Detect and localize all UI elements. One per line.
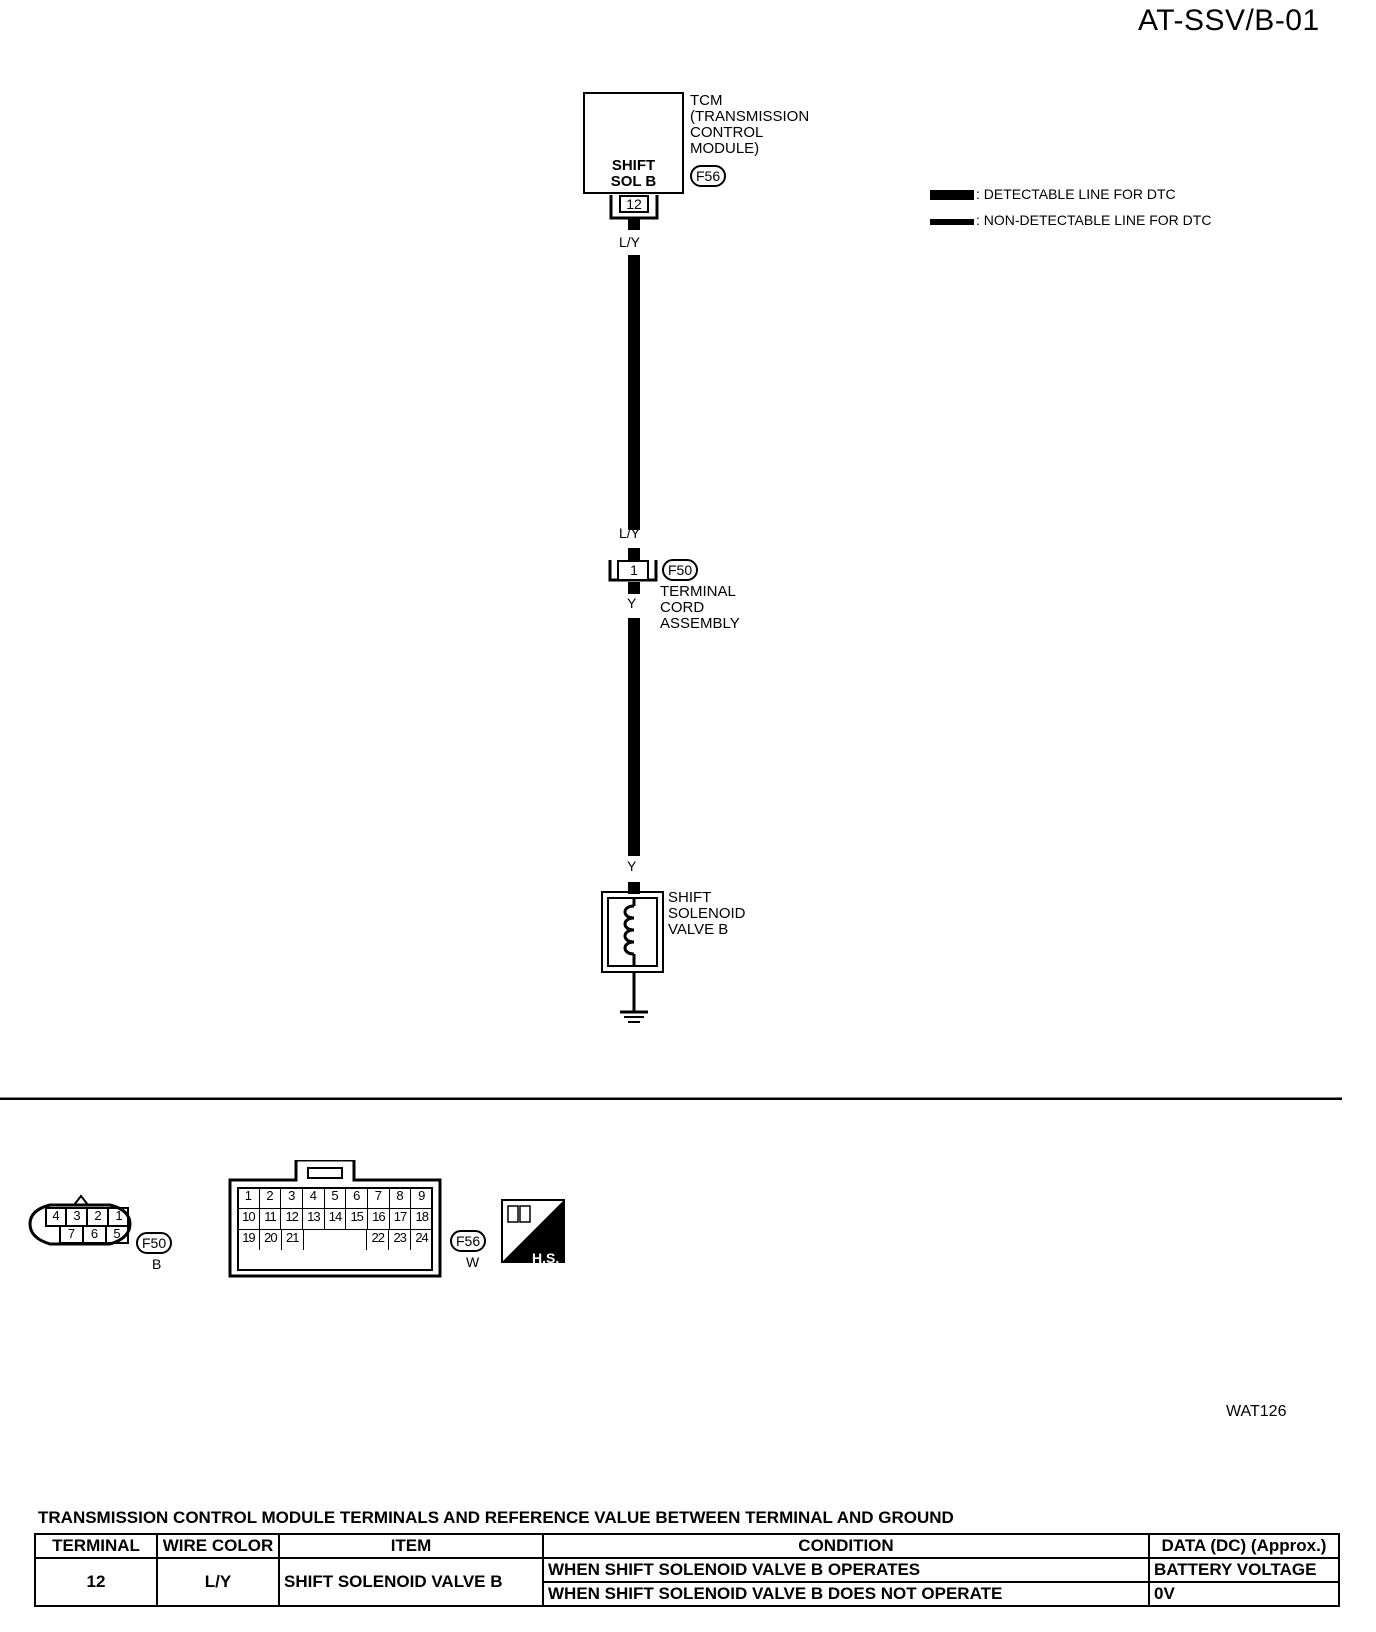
tcm-terminal-box — [619, 195, 649, 213]
f56-face-color: W — [466, 1254, 480, 1270]
f50-connector-id: F50 — [662, 559, 699, 581]
f56-pin-grid: 1 2 3 4 5 6 7 8 9 10 11 12 13 14 15 16 1… — [238, 1188, 432, 1250]
legend-detectable-swatch — [930, 190, 974, 200]
ground-icon — [620, 1010, 648, 1023]
wire-color-y-solenoid: Y — [627, 858, 637, 874]
solenoid-coil-icon — [623, 904, 635, 956]
f56-face-id: F56 — [450, 1230, 487, 1252]
cell-item: SHIFT SOLENOID VALVE B — [278, 1557, 544, 1607]
wire-ly — [628, 255, 640, 530]
wire-color-y-f50: Y — [627, 595, 637, 611]
legend-non-detectable-text: : NON-DETECTABLE LINE FOR DTC — [976, 212, 1212, 228]
wire-color-ly-f50: L/Y — [619, 525, 641, 541]
wiring-diagram — [0, 92, 1342, 1100]
f50-face-id: F50 — [136, 1232, 173, 1254]
f50-face-color: B — [152, 1256, 162, 1272]
wire-color-ly-top: L/Y — [619, 234, 641, 250]
tcm-connector-id: F56 — [690, 165, 727, 187]
table-row: WHEN SHIFT SOLENOID VALVE B DOES NOT OPE… — [35, 1581, 1340, 1607]
f50-pin-number: 1 — [630, 562, 638, 578]
tcm-box — [583, 92, 684, 194]
cell-condition-operates: WHEN SHIFT SOLENOID VALVE B OPERATES — [542, 1557, 1150, 1583]
header-data: DATA (DC) (Approx.) — [1148, 1533, 1340, 1559]
page-code: AT-SSV/B-01 — [1138, 4, 1320, 37]
cell-data-not-operate: 0V — [1148, 1581, 1340, 1607]
cell-condition-not-operate: WHEN SHIFT SOLENOID VALVE B DOES NOT OPE… — [542, 1581, 1150, 1607]
figure-id: WAT126 — [1226, 1403, 1287, 1420]
table-header-row: TERMINAL WIRE COLOR ITEM CONDITION DATA … — [34, 1533, 1340, 1559]
terminal-cord-label: TERMINAL CORD ASSEMBLY — [660, 583, 740, 632]
reference-table: TERMINAL WIRE COLOR ITEM CONDITION DATA … — [34, 1533, 1340, 1607]
cell-wire-color: L/Y — [156, 1557, 280, 1607]
wire-y — [628, 618, 640, 856]
header-terminal: TERMINAL — [34, 1533, 158, 1559]
table-row: 12 L/Y SHIFT SOLENOID VALVE B WHEN SHIFT… — [34, 1557, 1340, 1607]
header-condition: CONDITION — [542, 1533, 1150, 1559]
tcm-terminal-label: SHIFT SOL B — [610, 157, 657, 190]
table-title: TRANSMISSION CONTROL MODULE TERMINALS AN… — [38, 1508, 954, 1527]
hs-label: H.S. — [532, 1250, 560, 1266]
cell-terminal: 12 — [34, 1557, 158, 1607]
f50-connector-face — [28, 1194, 132, 1246]
connector-views — [28, 1160, 565, 1278]
legend-non-detectable-swatch — [930, 219, 974, 225]
header-wire-color: WIRE COLOR — [156, 1533, 280, 1559]
header-item: ITEM — [278, 1533, 544, 1559]
hs-icon — [501, 1199, 565, 1263]
legend-detectable-text: : DETECTABLE LINE FOR DTC — [976, 186, 1176, 202]
tcm-terminal-number: 12 — [626, 196, 642, 212]
cell-data-operates: BATTERY VOLTAGE — [1148, 1557, 1340, 1583]
f50-pin-box — [617, 560, 649, 581]
solenoid-label: SHIFT SOLENOID VALVE B — [668, 889, 746, 938]
tcm-title: TCM (TRANSMISSION CONTROL MODULE) — [690, 92, 810, 157]
